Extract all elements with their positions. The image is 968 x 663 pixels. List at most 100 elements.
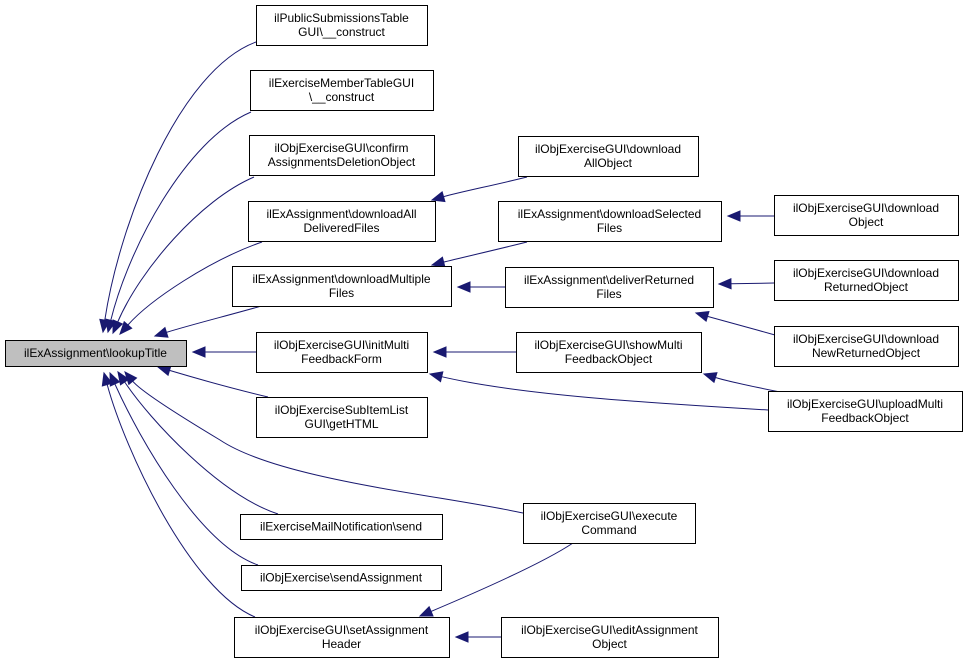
node-label: ilObjExerciseSubItemList bbox=[275, 403, 409, 417]
edge-n15-root bbox=[124, 371, 524, 514]
node-label: ilObjExercise\sendAssignment bbox=[260, 571, 423, 585]
node-label: ilObjExerciseGUI\download bbox=[793, 266, 939, 280]
node-label: ilPublicSubmissionsTable bbox=[274, 11, 409, 25]
edge-line bbox=[124, 381, 279, 515]
caller-node[interactable]: ilExerciseMemberTableGUI\__construct bbox=[250, 70, 434, 111]
caller-node[interactable]: ilObjExerciseGUI\confirmAssignmentsDelet… bbox=[249, 135, 435, 176]
edge-line bbox=[166, 304, 266, 333]
node-label: ilExAssignment\lookupTitle bbox=[24, 346, 167, 360]
nodes-layer: ilExAssignment\lookupTitle ilPublicSubmis… bbox=[5, 5, 963, 658]
node-box[interactable] bbox=[768, 391, 963, 432]
node-label: \__construct bbox=[309, 90, 375, 104]
node-box[interactable] bbox=[234, 617, 450, 658]
node-box[interactable] bbox=[501, 617, 719, 658]
edge-line bbox=[169, 369, 269, 398]
edge-line bbox=[443, 176, 528, 198]
node-label: ilExAssignment\downloadAll bbox=[266, 207, 416, 221]
node-label: ilObjExerciseGUI\download bbox=[793, 201, 939, 215]
node-box[interactable] bbox=[250, 70, 434, 111]
edge-n16-n10 bbox=[454, 631, 501, 643]
node-box[interactable] bbox=[774, 195, 959, 236]
node-label: Object bbox=[592, 637, 627, 651]
arrowhead-icon bbox=[418, 605, 434, 617]
edge-n12-n5 bbox=[430, 241, 528, 268]
node-box[interactable] bbox=[774, 260, 959, 301]
edge-n9-root bbox=[109, 371, 259, 566]
arrowhead-icon bbox=[430, 256, 446, 268]
node-label: Files bbox=[596, 287, 621, 301]
caller-node[interactable]: ilObjExercise\sendAssignment bbox=[241, 565, 442, 591]
arrowhead-icon bbox=[101, 371, 113, 387]
node-label: Header bbox=[322, 637, 361, 651]
node-box[interactable] bbox=[241, 565, 442, 591]
node-box[interactable] bbox=[5, 340, 187, 367]
node-box[interactable] bbox=[256, 5, 428, 46]
node-box[interactable] bbox=[249, 135, 435, 176]
arrowhead-icon bbox=[153, 326, 169, 338]
arrowhead-icon bbox=[112, 319, 124, 335]
node-box[interactable] bbox=[523, 503, 696, 544]
node-label: ilObjExerciseGUI\showMulti bbox=[534, 338, 682, 352]
caller-node[interactable]: ilObjExerciseGUI\downloadNewReturnedObje… bbox=[774, 326, 959, 367]
edge-line bbox=[106, 384, 256, 618]
node-box[interactable] bbox=[774, 326, 959, 367]
arrowhead-icon bbox=[191, 346, 206, 358]
edge-n20-n6 bbox=[428, 371, 769, 411]
arrowhead-icon bbox=[430, 191, 446, 203]
caller-node[interactable]: ilExerciseMailNotification\send bbox=[240, 514, 443, 540]
node-box[interactable] bbox=[518, 136, 699, 177]
edge-n10-root bbox=[101, 371, 256, 618]
node-label: Object bbox=[849, 215, 884, 229]
edge-n14-n6 bbox=[432, 346, 516, 358]
edge-n2-root bbox=[105, 111, 252, 334]
node-label: GUI\getHTML bbox=[304, 417, 378, 431]
node-box[interactable] bbox=[505, 267, 714, 308]
edge-line bbox=[127, 241, 263, 326]
node-label: Files bbox=[329, 286, 354, 300]
node-box[interactable] bbox=[248, 201, 436, 242]
root-node[interactable]: ilExAssignment\lookupTitle bbox=[5, 340, 187, 367]
arrowhead-icon bbox=[454, 631, 469, 643]
node-box[interactable] bbox=[516, 332, 702, 373]
node-label: ilObjExerciseGUI\download bbox=[535, 142, 681, 156]
node-box[interactable] bbox=[256, 332, 428, 373]
edge-line bbox=[132, 380, 524, 514]
node-box[interactable] bbox=[498, 201, 722, 242]
edge-line bbox=[441, 376, 769, 411]
caller-node[interactable]: ilObjExerciseGUI\uploadMultiFeedbackObje… bbox=[768, 391, 963, 432]
node-box[interactable] bbox=[240, 514, 443, 540]
arrowhead-icon bbox=[694, 310, 710, 323]
edge-line bbox=[707, 315, 776, 336]
node-label: NewReturnedObject bbox=[812, 346, 921, 360]
arrowhead-icon bbox=[119, 320, 133, 335]
arrowhead-icon bbox=[717, 278, 732, 290]
node-label: ilObjExerciseGUI\uploadMulti bbox=[787, 397, 943, 411]
node-label: ilExerciseMemberTableGUI bbox=[269, 76, 414, 90]
arrowhead-icon bbox=[109, 371, 121, 387]
arrowhead-icon bbox=[124, 371, 138, 386]
node-label: ilObjExerciseGUI\confirm bbox=[274, 141, 408, 155]
edge-line bbox=[715, 377, 781, 393]
node-label: ilObjExerciseGUI\setAssignment bbox=[255, 623, 429, 637]
node-box[interactable] bbox=[256, 397, 428, 438]
node-box[interactable] bbox=[232, 266, 452, 307]
node-label: GUI\__construct bbox=[298, 25, 385, 39]
edge-n6-root bbox=[191, 346, 256, 358]
edge-n13-n5 bbox=[456, 281, 505, 293]
edge-n18-n13 bbox=[717, 278, 775, 290]
